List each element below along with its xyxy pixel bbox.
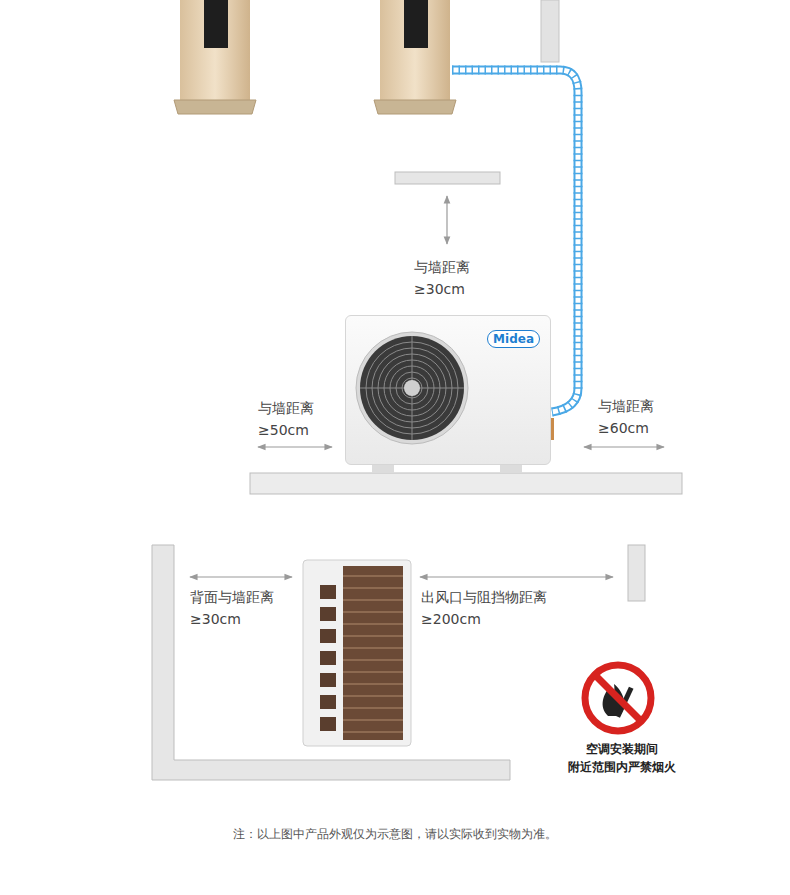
wall (395, 172, 500, 184)
dimension-arrow (420, 576, 613, 577)
dimension-arrow (258, 446, 332, 447)
wall (152, 545, 510, 780)
outdoor-unit-side (303, 560, 411, 746)
dimension-label: 与墙距离 ≥50cm (258, 397, 338, 441)
brand-logo: Midea (487, 330, 540, 348)
wall (541, 0, 559, 62)
warning-text: 空调安装期间 附近范围内严禁烟火 (562, 740, 682, 776)
dimension-label: 与墙距离 ≥60cm (598, 395, 678, 439)
dimension-label: 与墙距离 ≥30cm (414, 256, 494, 300)
indoor-unit (374, 0, 456, 114)
no-fire-icon (562, 656, 682, 736)
outdoor-unit: Midea (345, 315, 551, 465)
dimension-arrow (190, 576, 292, 577)
dimension-label: 背面与墙距离 ≥30cm (190, 586, 298, 630)
dimension-arrow (584, 446, 664, 447)
note-caption: 注：以上图中产品外观仅为示意图，请以实际收到实物为准。 (233, 826, 557, 843)
indoor-unit (174, 0, 256, 114)
no-fire-sign: 空调安装期间 附近范围内严禁烟火 (562, 656, 682, 780)
wall (628, 545, 645, 601)
ground (250, 473, 682, 494)
dimension-label: 出风口与阻挡物距离 ≥200cm (421, 586, 581, 630)
dimension-arrow (446, 196, 447, 244)
